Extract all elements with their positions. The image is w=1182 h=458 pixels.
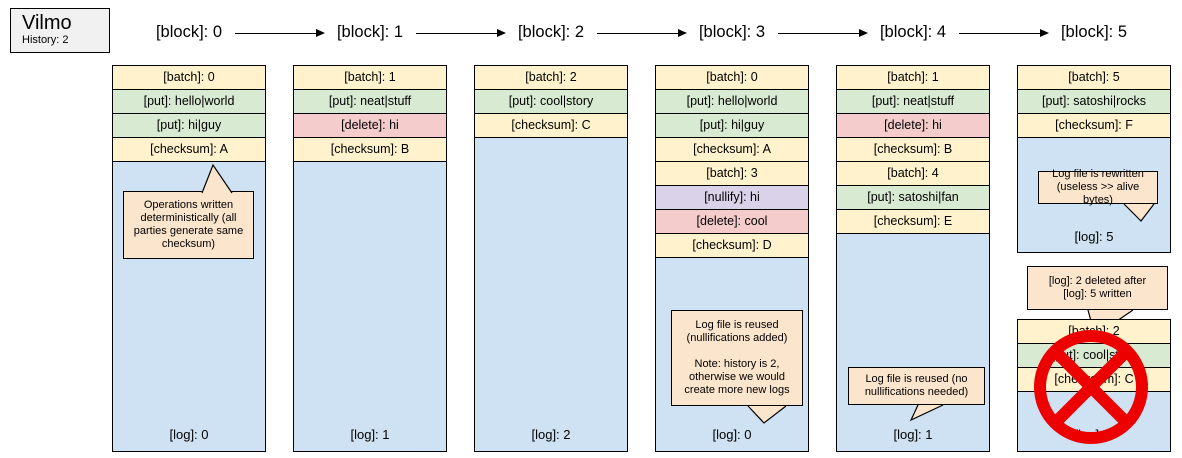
op-row-put: [put]: satoshi|rocks [1017, 89, 1171, 114]
op-row-checksum: [checksum]: C [474, 113, 628, 138]
op-row-checksum: [checksum]: E [836, 209, 990, 234]
log-label: [log]: 5 [1074, 229, 1114, 244]
block-label-4: [block]: 4 [879, 23, 947, 41]
flow-arrow-icon [416, 29, 506, 38]
op-row-delete: [delete]: cool [655, 209, 809, 234]
op-row-nullify: [nullify]: hi [655, 185, 809, 210]
log-file-box: Log file is reused (no nullifications ne… [836, 233, 990, 452]
callout-tail-icon [747, 405, 787, 424]
op-row-put: [put]: neat|stuff [836, 89, 990, 114]
callout-tail-icon [201, 163, 233, 194]
callout-tail-icon [1123, 203, 1155, 222]
op-row-checksum: [checksum]: B [293, 137, 447, 162]
block-column-3: [batch]: 0 [put]: hello|world [put]: hi|… [655, 65, 809, 452]
legend-history: History: 2 [22, 34, 69, 46]
op-row-delete: [delete]: hi [836, 113, 990, 138]
legend-title: Vilmo [22, 12, 72, 34]
callout-text: Log file is rewritten (useless >> alive … [1052, 168, 1144, 206]
block-column-4: [batch]: 1 [put]: neat|stuff [delete]: h… [836, 65, 990, 452]
op-row-batch: [batch]: 4 [836, 161, 990, 186]
log-file-box: Operations written deterministically (al… [112, 161, 266, 452]
log-file-box: Log file is reused (nullifications added… [655, 257, 809, 452]
callout-text: Log file is reused (nullifications added… [686, 319, 788, 344]
block-column-2: [batch]: 2 [put]: cool|story [checksum]:… [474, 65, 628, 452]
log-file-box: Log file is rewritten (useless >> alive … [1017, 137, 1171, 253]
callout-text: [log]: 5 written [1063, 288, 1132, 300]
callout-text: Operations written deterministically (al… [133, 199, 244, 250]
op-row-batch: [batch]: 2 [474, 65, 628, 90]
op-row-put: [put]: neat|stuff [293, 89, 447, 114]
log-file-box: [log]: 1 [293, 161, 447, 452]
op-row-put: [put]: hi|guy [655, 113, 809, 138]
op-row-batch: [batch]: 3 [655, 161, 809, 186]
block-label-5: [block]: 5 [1060, 23, 1128, 41]
callout-text: Note: history is 2, otherwise we would c… [684, 358, 790, 396]
log-label: [log]: 1 [893, 427, 933, 442]
op-row-checksum: [checksum]: B [836, 137, 990, 162]
callout-text: Log file is reused (no nullifications ne… [864, 373, 969, 398]
block-label-1: [block]: 1 [336, 23, 404, 41]
callout-note: Log file is reused (no nullifications ne… [848, 367, 985, 422]
op-row-checksum: [checksum]: A [112, 137, 266, 162]
log-label: [log]: 2 [531, 427, 571, 442]
op-row-checksum: [checksum]: D [655, 233, 809, 258]
block-column-0: [batch]: 0 [put]: hello|world [put]: hi|… [112, 65, 266, 452]
op-row-batch: [batch]: 1 [293, 65, 447, 90]
op-row-batch: [batch]: 0 [655, 65, 809, 90]
flow-arrow-icon [235, 29, 325, 38]
op-row-put: [put]: hello|world [112, 89, 266, 114]
callout-note: Operations written deterministically (al… [123, 163, 254, 259]
block-label-3: [block]: 3 [698, 23, 766, 41]
op-row-delete: [delete]: hi [293, 113, 447, 138]
log-label: [log]: 0 [712, 427, 752, 442]
block-label-2: [block]: 2 [517, 23, 585, 41]
flow-arrow-icon [597, 29, 687, 38]
log-file-box: [log]: 2 [474, 137, 628, 452]
deleted-cross-icon [1034, 330, 1148, 444]
op-row-put: [put]: hello|world [655, 89, 809, 114]
legend-box: Vilmo History: 2 [10, 8, 110, 53]
flow-arrow-icon [959, 29, 1049, 38]
deleted-note-callout: [log]: 2 deleted after [log]: 5 written [1027, 266, 1168, 337]
block-label-0: [block]: 0 [155, 23, 223, 41]
op-row-put: [put]: satoshi|fan [836, 185, 990, 210]
callout-note: Log file is rewritten (useless >> alive … [1038, 168, 1158, 222]
flow-arrow-icon [778, 29, 868, 38]
log-label: [log]: 1 [350, 427, 390, 442]
op-row-put: [put]: cool|story [474, 89, 628, 114]
callout-tail-icon [909, 404, 944, 422]
block-column-1: [batch]: 1 [put]: neat|stuff [delete]: h… [293, 65, 447, 452]
op-row-batch: [batch]: 5 [1017, 65, 1171, 90]
op-row-batch: [batch]: 0 [112, 65, 266, 90]
op-row-batch: [batch]: 1 [836, 65, 990, 90]
op-row-put: [put]: hi|guy [112, 113, 266, 138]
op-row-checksum: [checksum]: F [1017, 113, 1171, 138]
op-row-checksum: [checksum]: A [655, 137, 809, 162]
log-label: [log]: 0 [169, 427, 209, 442]
block-column-5: [batch]: 5 [put]: satoshi|rocks [checksu… [1017, 65, 1171, 452]
callout-text: [log]: 2 deleted after [1048, 275, 1147, 287]
callout-note: Log file is reused (nullifications added… [671, 310, 803, 424]
